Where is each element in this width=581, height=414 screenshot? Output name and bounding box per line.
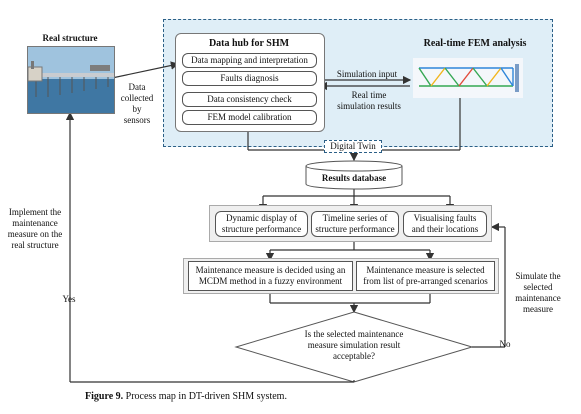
caption-text: Process map in DT-driven SHM system. xyxy=(123,391,287,402)
caption-figure-number: Figure 9. xyxy=(85,391,124,402)
digital-twin-label: Digital Twin xyxy=(324,140,382,153)
no-label: No xyxy=(499,339,511,349)
hub-item-data-mapping: Data mapping and interpretation xyxy=(182,53,317,68)
decision-pre-arranged: Maintenance measure is selected from lis… xyxy=(356,261,495,291)
hub-item-fem-calibration: FEM model calibration xyxy=(182,110,317,125)
simulate-label: Simulate the selected maintenance measur… xyxy=(515,271,561,314)
acceptance-question: Is the selected maintenance measure simu… xyxy=(304,329,404,361)
fem-title: Real-time FEM analysis xyxy=(423,38,527,49)
fem-model-image xyxy=(413,58,523,98)
implement-label: Implement the maintenance measure on the… xyxy=(7,207,63,250)
simulation-input-label: Simulation input xyxy=(336,69,398,79)
real-structure-title: Real structure xyxy=(42,33,98,43)
results-database-cylinder xyxy=(305,160,403,190)
hub-item-consistency-check: Data consistency check xyxy=(182,92,317,107)
figure-caption: Figure 9. Process map in DT-driven SHM s… xyxy=(85,391,485,403)
yes-label: Yes xyxy=(62,294,76,304)
real-structure-photo xyxy=(27,46,115,114)
arrow-to-hub xyxy=(111,61,180,79)
output-visualising-faults: Visualising faults and their locations xyxy=(403,211,487,237)
output-dynamic-display: Dynamic display of structure performance xyxy=(215,211,308,237)
real-time-results-label: Real time simulation results xyxy=(337,90,401,111)
decision-mcdm: Maintenance measure is decided using an … xyxy=(188,261,353,291)
data-hub-title: Data hub for SHM xyxy=(208,38,290,49)
data-collected-label: Data collected by sensors xyxy=(120,82,154,125)
results-database-label: Results database xyxy=(321,173,387,183)
output-timeline-series: Timeline series of structure performance xyxy=(311,211,399,237)
hub-item-faults-diagnosis: Faults diagnosis xyxy=(182,71,317,86)
